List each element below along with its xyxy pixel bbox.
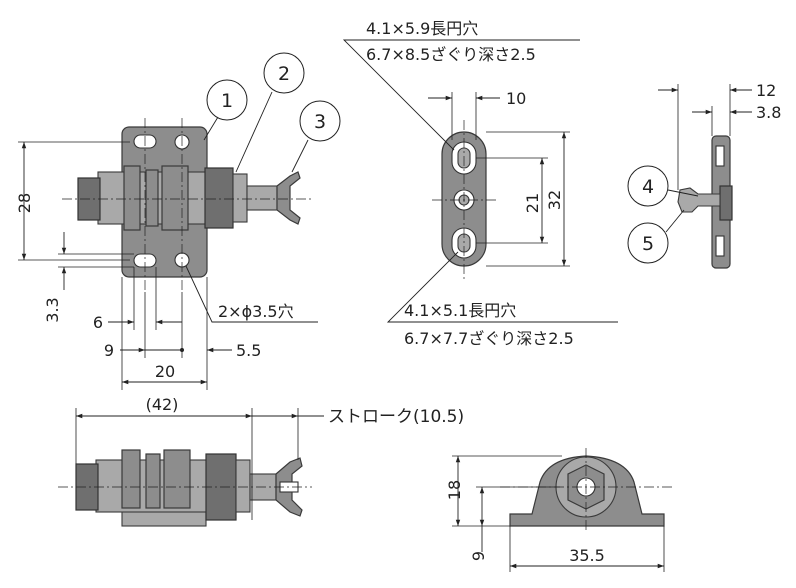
bottom-view: (42) ストローク(10.5)	[58, 395, 464, 527]
top-note-line2: 6.7×8.5ざぐり深さ2.5	[366, 45, 536, 64]
leader-hole-note	[185, 265, 318, 323]
balloon-1-label: 1	[221, 90, 233, 112]
plunger-head	[276, 171, 301, 225]
dim-9-end: 9	[469, 551, 488, 561]
dim-28: 28	[15, 193, 34, 213]
dim-18: 18	[445, 480, 464, 500]
bottom-rib-3	[163, 449, 191, 509]
side-slot-bottom	[715, 235, 725, 257]
dim-10: 10	[506, 89, 526, 108]
balloon-4	[627, 165, 669, 207]
hole-note: 2×ϕ3.5穴	[218, 302, 294, 321]
latch-rib-1	[123, 165, 141, 231]
dim-3-3: 3.3	[43, 297, 62, 322]
leader-balloon-5	[665, 209, 685, 233]
stroke-label: ストローク(10.5)	[328, 407, 464, 427]
dim-3-8: 3.8	[756, 103, 781, 122]
bottom-rib-1	[121, 449, 141, 509]
dim-21: 21	[523, 193, 542, 213]
balloon-3-label: 3	[314, 111, 326, 133]
dim-point-5-5	[180, 348, 184, 352]
dim-20: 20	[155, 362, 175, 381]
leader-bottom-note	[386, 251, 618, 323]
leader-balloon-2	[235, 91, 273, 173]
bottom-note-line1: 4.1×5.1長円穴	[404, 301, 516, 320]
side-catch-base	[719, 185, 733, 221]
balloon-3	[299, 100, 341, 142]
dim-5-5: 5.5	[236, 341, 261, 360]
balloon-5	[627, 222, 669, 264]
latch-rib-3	[161, 165, 189, 231]
end-view: 18 9 35.5	[445, 448, 672, 572]
balloon-5-label: 5	[642, 233, 654, 255]
top-note-line1: 4.1×5.9長円穴	[366, 19, 478, 38]
leader-balloon-1	[203, 116, 219, 141]
balloon-2-label: 2	[278, 63, 290, 85]
bottom-rib-2	[145, 453, 161, 509]
leader-balloon-4	[667, 189, 699, 197]
dim-12: 12	[756, 81, 776, 100]
dim-42: (42)	[146, 395, 179, 414]
bottom-nut	[235, 459, 251, 513]
leader-top-note	[342, 39, 580, 151]
latch-nut	[232, 173, 248, 223]
leader-balloon-3	[291, 139, 309, 173]
balloon-1	[206, 79, 248, 121]
dim-9: 9	[104, 341, 114, 360]
latch-collar	[204, 167, 234, 229]
latch-rib-2	[145, 169, 159, 227]
dim-32: 32	[545, 190, 564, 210]
balloon-2	[263, 52, 305, 94]
dim-6: 6	[93, 313, 103, 332]
plunger-shaft	[246, 185, 278, 211]
dim-35-5: 35.5	[569, 546, 605, 565]
plate-view: 10 21 32 4.1×5.9長円穴 6.7×8.5ざぐり深さ2.5 4.1×…	[342, 19, 618, 348]
front-view: 28 3.3 6 9 5.5 20 2×ϕ3.5穴 1	[15, 52, 341, 390]
balloon-4-label: 4	[642, 176, 654, 198]
side-view: 12 3.8 4 5	[627, 81, 781, 269]
side-slot-top	[715, 145, 725, 167]
bottom-note-line2: 6.7×7.7ざぐり深さ2.5	[404, 329, 574, 348]
